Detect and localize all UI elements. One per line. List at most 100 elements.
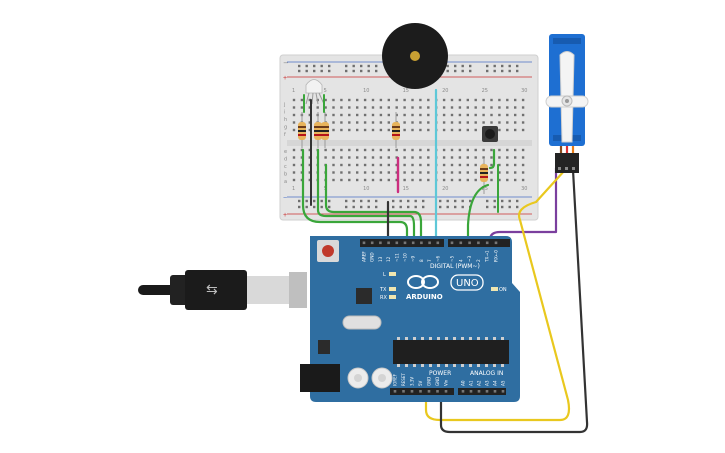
breadboard-hole <box>450 121 454 124</box>
breadboard-hole <box>324 148 327 152</box>
rail-hole <box>454 199 457 203</box>
header-pin[interactable] <box>436 390 439 393</box>
header-pin[interactable] <box>402 390 405 393</box>
breadboard-hole <box>458 163 462 167</box>
breadboard-hole <box>411 98 414 102</box>
breadboard-hole <box>340 106 343 109</box>
breadboard-hole <box>292 178 296 182</box>
header-pin[interactable] <box>427 390 431 393</box>
servo-motor[interactable] <box>545 34 589 173</box>
breadboard-hole <box>292 156 296 159</box>
header-pin[interactable] <box>362 241 366 245</box>
breadboard-hole <box>466 148 469 152</box>
resistor-pulldown[interactable] <box>480 158 488 194</box>
breadboard-hole <box>482 98 485 102</box>
header-pin[interactable] <box>461 390 465 393</box>
header-pin[interactable] <box>370 241 374 245</box>
header-pin[interactable] <box>428 241 431 245</box>
chip-pin <box>501 364 504 367</box>
header-pin[interactable] <box>420 241 423 245</box>
breadboard-hole <box>387 113 390 117</box>
usb-cable[interactable]: ⇆ <box>138 270 307 310</box>
header-pin[interactable] <box>485 390 489 393</box>
header-pin[interactable] <box>494 241 498 245</box>
rail-hole <box>461 64 464 68</box>
piezo-buzzer[interactable] <box>382 23 448 89</box>
breadboard-hole <box>379 163 383 167</box>
breadboard-hole <box>308 106 311 109</box>
header-pin[interactable] <box>419 390 422 393</box>
chip-pin <box>437 337 440 340</box>
atmega-chip <box>393 340 509 364</box>
resistor-middle[interactable] <box>392 112 400 148</box>
breadboard-hole <box>411 121 414 124</box>
breadboard-hole <box>514 163 517 167</box>
rail-hole <box>392 205 395 209</box>
header-pin[interactable] <box>395 241 399 245</box>
reset-button[interactable] <box>322 245 334 257</box>
chip-pin <box>429 364 432 367</box>
header-pin[interactable] <box>468 241 471 245</box>
rail-hole <box>501 69 504 73</box>
header-pin[interactable] <box>379 241 382 245</box>
header-pin[interactable] <box>444 390 448 393</box>
breadboard-hole <box>356 156 359 159</box>
breadboard-hole <box>387 171 390 174</box>
rgb-led[interactable] <box>305 79 325 105</box>
breadboard-hole <box>332 98 335 102</box>
breadboard-hole <box>356 178 359 182</box>
header-pin[interactable] <box>450 241 454 245</box>
header-pin[interactable] <box>477 241 480 245</box>
wire-yellow <box>424 168 571 422</box>
breadboard-hole <box>466 98 469 102</box>
breadboard-hole <box>403 171 406 174</box>
header-pin[interactable] <box>501 390 505 393</box>
chip-pin <box>413 364 416 367</box>
breadboard-hole <box>466 113 469 117</box>
header-pin[interactable] <box>477 390 481 393</box>
header-pin[interactable] <box>493 390 497 393</box>
breadboard-hole <box>514 106 517 109</box>
breadboard-hole <box>498 178 501 182</box>
resistor-led-green[interactable] <box>314 112 322 148</box>
breadboard-hole <box>356 121 359 124</box>
breadboard-hole <box>395 178 398 182</box>
pin-label: GND <box>370 252 375 262</box>
breadboard-hole <box>379 178 383 182</box>
breadboard-hole <box>300 106 304 109</box>
breadboard-hole <box>427 106 430 109</box>
header-pin[interactable] <box>411 241 415 245</box>
rail-hole <box>392 199 395 203</box>
breadboard-hole <box>490 113 493 117</box>
breadboard-hole <box>466 121 469 124</box>
rail-minus-sign-bottom: − <box>283 195 287 202</box>
breadboard-hole <box>387 178 390 182</box>
header-pin[interactable] <box>459 241 463 245</box>
breadboard-hole <box>506 106 509 109</box>
breadboard-hole <box>419 178 422 182</box>
header-pin[interactable] <box>436 241 440 245</box>
push-button[interactable] <box>482 126 498 142</box>
header-pin[interactable] <box>403 241 407 245</box>
header-pin[interactable] <box>393 390 397 393</box>
breadboard-hole <box>442 121 446 124</box>
resistor-led-red[interactable] <box>298 112 306 148</box>
rail-hole <box>501 205 504 209</box>
crystal-oscillator <box>342 315 382 330</box>
rail-hole <box>305 64 308 68</box>
breadboard-hole <box>363 98 367 102</box>
resistor-led-blue[interactable] <box>321 112 329 148</box>
pin-label: ~3 <box>467 255 472 262</box>
header-pin[interactable] <box>469 390 473 393</box>
breadboard-hole <box>363 163 367 167</box>
power-jack[interactable] <box>300 364 340 392</box>
header-pin[interactable] <box>410 390 414 393</box>
breadboard-hole <box>427 128 430 132</box>
chip-pin <box>413 337 416 340</box>
rail-hole <box>454 64 457 68</box>
header-pin[interactable] <box>387 241 390 245</box>
led-tx <box>389 287 396 291</box>
header-pin[interactable] <box>485 241 489 245</box>
